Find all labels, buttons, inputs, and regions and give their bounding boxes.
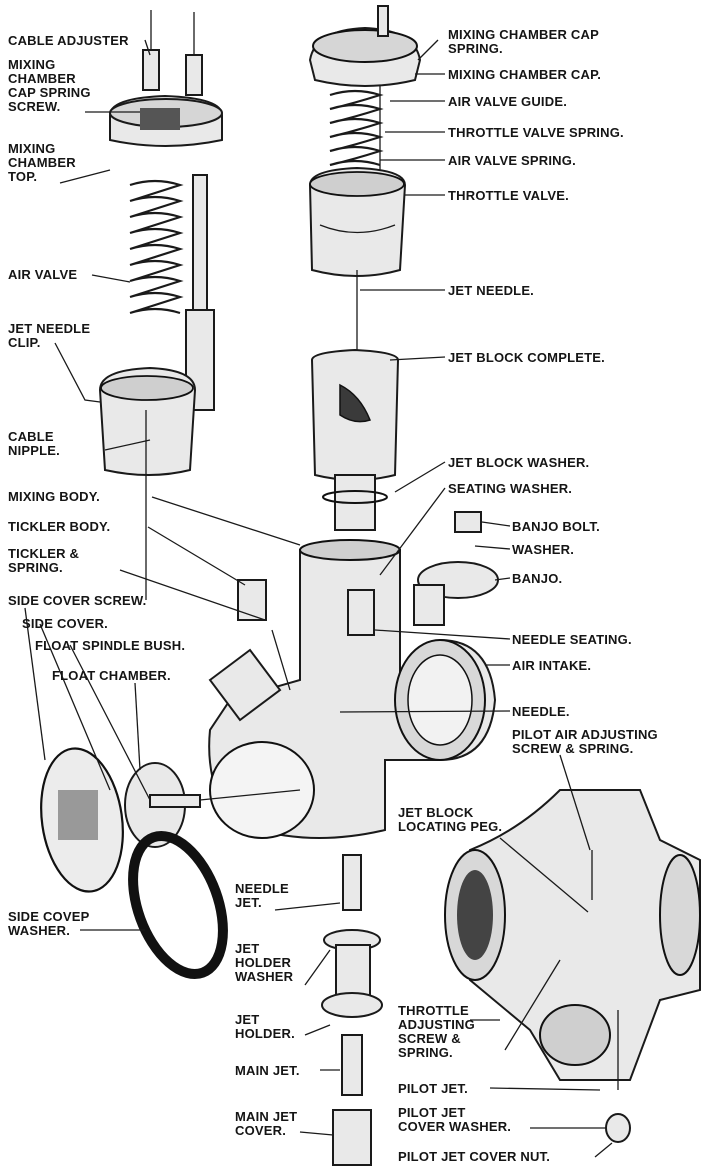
leader-lines	[24, 39, 613, 1158]
label-throttle-valve: THROTTLE VALVE.	[448, 188, 569, 203]
label-line: JET.	[235, 895, 262, 910]
label-pilot-jet-cover-washer: PILOT JET COVER WASHER.	[398, 1106, 511, 1134]
label-mixing-chamber-cap-spring: MIXING CHAMBER CAP SPRING.	[448, 28, 599, 56]
label-line: COVER WASHER.	[398, 1119, 512, 1134]
label-needle-seating: NEEDLE SEATING.	[512, 632, 632, 647]
label-air-valve: AIR VALVE	[8, 267, 78, 282]
label-jet-block-complete: JET BLOCK COMPLETE.	[448, 350, 605, 365]
label-line: CHAMBER	[8, 71, 76, 86]
label-line: SPRING.	[448, 41, 503, 56]
label-line: TOP.	[8, 169, 38, 184]
label-main-jet-cover: MAIN JET COVER.	[235, 1110, 297, 1138]
label-line: CLIP.	[8, 335, 41, 350]
label-pilot-jet: PILOT JET.	[398, 1081, 468, 1096]
label-tickler-body: TICKLER BODY.	[8, 519, 111, 534]
label-needle: NEEDLE.	[512, 704, 570, 719]
label-line: THROTTLE	[398, 1003, 469, 1018]
label-line: ADJUSTING	[398, 1017, 475, 1032]
jet-block-part	[310, 348, 400, 531]
label-air-valve-guide: AIR VALVE GUIDE.	[448, 94, 568, 109]
label-line: CABLE	[8, 429, 54, 444]
label-line: SIDE COVEP	[8, 909, 90, 924]
label-seating-washer: SEATING WASHER.	[448, 481, 573, 496]
label-line: JET	[235, 941, 260, 956]
label-cable-adjuster: CABLE ADJUSTER	[8, 33, 129, 48]
mixing-body-part	[208, 539, 497, 839]
label-line: NEEDLE	[235, 881, 289, 896]
label-line: NIPPLE.	[8, 443, 60, 458]
label-tickler-spring: TICKLER & SPRING.	[8, 547, 79, 575]
label-mixing-chamber-top: MIXING CHAMBER TOP.	[8, 142, 76, 184]
label-line: WASHER.	[8, 923, 71, 938]
label-mixing-chamber-cap: MIXING CHAMBER CAP.	[448, 67, 602, 82]
label-air-intake: AIR INTAKE.	[512, 658, 592, 673]
cable-adjusters	[142, 10, 203, 96]
label-line: COVER.	[235, 1123, 287, 1138]
air-valve-part	[98, 366, 197, 600]
label-line: JET	[235, 1012, 260, 1027]
label-air-valve-spring: AIR VALVE SPRING.	[448, 153, 576, 168]
label-side-cover-washer: SIDE COVEP WASHER.	[8, 910, 89, 938]
label-cable-nipple: CABLE NIPPLE.	[8, 430, 60, 458]
label-mixing-chamber-cap-spring-screw: MIXING CHAMBER CAP SPRING SCREW.	[8, 58, 91, 114]
label-jet-holder: JET HOLDER.	[235, 1013, 295, 1041]
label-float-spindle-bush: FLOAT SPINDLE BUSH.	[35, 638, 186, 653]
label-jet-block-washer: JET BLOCK WASHER.	[448, 455, 590, 470]
label-line: PILOT JET	[398, 1105, 466, 1120]
label-line: MIXING CHAMBER CAP	[448, 27, 599, 42]
label-banjo-bolt: BANJO BOLT.	[512, 519, 600, 534]
label-line: MAIN JET	[235, 1109, 298, 1124]
label-line: CHAMBER	[8, 155, 76, 170]
tickler-parts	[237, 579, 291, 691]
label-washer: WASHER.	[512, 542, 575, 557]
label-pilot-jet-cover-nut: PILOT JET COVER NUT.	[398, 1149, 551, 1164]
label-main-jet: MAIN JET.	[235, 1063, 300, 1078]
label-banjo: BANJO.	[512, 571, 563, 586]
label-line: WASHER	[235, 969, 294, 984]
mixing-chamber-top-part	[109, 94, 223, 147]
label-line: HOLDER	[235, 955, 292, 970]
label-pilot-air-adjusting-screw: PILOT AIR ADJUSTING SCREW & SPRING.	[512, 728, 658, 756]
pilot-body-part	[444, 789, 701, 1143]
float-chamber-part	[124, 762, 301, 848]
label-line: MIXING	[8, 57, 56, 72]
label-line: LOCATING PEG.	[398, 819, 503, 834]
label-side-cover-screw: SIDE COVER SCREW.	[8, 593, 147, 608]
label-mixing-body: MIXING BODY.	[8, 489, 100, 504]
throttle-valve-part	[308, 166, 407, 355]
label-jet-needle-clip: JET NEEDLE CLIP.	[8, 322, 90, 350]
label-side-cover: SIDE COVER.	[22, 616, 108, 631]
label-line: HOLDER.	[235, 1026, 295, 1041]
mixing-chamber-cap-part	[308, 5, 422, 170]
side-cover-part	[40, 747, 228, 980]
label-needle-jet: NEEDLE JET.	[235, 882, 289, 910]
label-line: MIXING	[8, 141, 56, 156]
label-line: SCREW & SPRING.	[512, 741, 634, 756]
label-line: SPRING.	[398, 1045, 453, 1060]
jet-parts	[321, 854, 383, 1166]
label-float-chamber: FLOAT CHAMBER.	[52, 668, 171, 683]
label-jet-block-locating-peg: JET BLOCK LOCATING PEG.	[398, 806, 502, 834]
label-line: SPRING.	[8, 560, 63, 575]
throttle-valve-spring-part	[329, 89, 384, 167]
label-line: SCREW &	[398, 1031, 461, 1046]
label-line: JET BLOCK	[398, 805, 474, 820]
label-jet-holder-washer: JET HOLDER WASHER	[235, 942, 293, 984]
label-throttle-adjusting-screw: THROTTLE ADJUSTING SCREW & SPRING.	[398, 1004, 475, 1060]
banjo-parts	[347, 511, 499, 636]
label-line: CAP SPRING	[8, 85, 91, 100]
label-line: TICKLER &	[8, 546, 80, 561]
label-throttle-valve-spring: THROTTLE VALVE SPRING.	[448, 125, 624, 140]
label-line: JET NEEDLE	[8, 321, 91, 336]
label-jet-needle: JET NEEDLE.	[448, 283, 534, 298]
label-line: PILOT AIR ADJUSTING	[512, 727, 658, 742]
label-line: SCREW.	[8, 99, 61, 114]
